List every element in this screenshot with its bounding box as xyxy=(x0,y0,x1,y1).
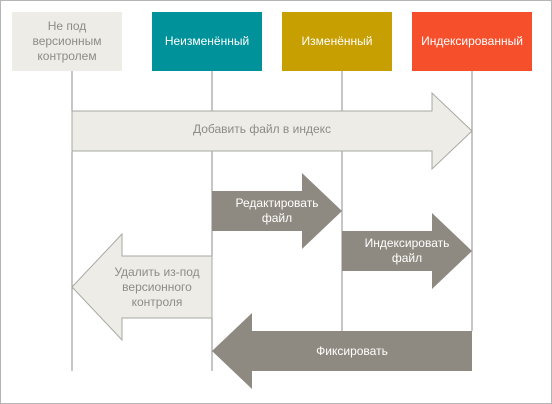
add-file-label: Добавить файл в индекс xyxy=(192,121,332,136)
commit-arrow xyxy=(212,313,472,389)
commit-label: Фиксировать xyxy=(316,343,388,358)
stage-file-label: Индексировать файл xyxy=(342,233,472,269)
state-unmodified-label: Неизменённый xyxy=(164,34,250,48)
state-unmodified: Неизменённый xyxy=(152,12,262,71)
state-staged: Индексированный xyxy=(412,12,532,71)
remove-file-label: Удалить из-под версионного контроля xyxy=(102,263,212,311)
edit-file-label: Редактировать файл xyxy=(212,193,342,229)
state-modified: Изменённый xyxy=(282,12,392,71)
state-staged-label: Индексированный xyxy=(421,34,523,48)
edit-file-text: Редактировать файл xyxy=(235,196,319,225)
state-untracked-label: Не под версионным контролем xyxy=(32,19,102,63)
stage-file-arrow xyxy=(342,213,472,289)
state-untracked: Не под версионным контролем xyxy=(12,12,122,71)
edit-file-arrow xyxy=(212,173,342,249)
stage-file-text: Индексировать файл xyxy=(364,236,450,265)
add-file-arrow xyxy=(71,91,473,171)
remove-file-arrow xyxy=(71,232,213,342)
state-modified-label: Изменённый xyxy=(301,34,373,48)
remove-file-text: Удалить из-под версионного контроля xyxy=(114,264,200,309)
